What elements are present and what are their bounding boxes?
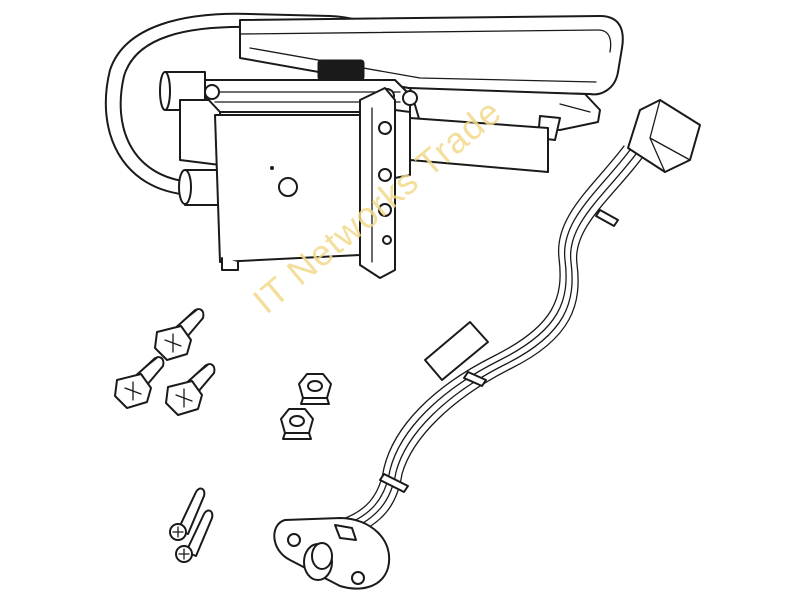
hex-nut xyxy=(280,408,314,440)
bracket-side-plate xyxy=(359,87,396,279)
cable-label-tab xyxy=(424,321,489,381)
mounting-screw xyxy=(154,308,205,361)
sensor-bracket-assembly xyxy=(104,12,624,279)
thumb-screw xyxy=(169,487,214,563)
sensor-cable-harness xyxy=(273,99,701,590)
mounting-screw xyxy=(114,356,165,409)
plate-hole xyxy=(278,177,298,197)
mounting-screw xyxy=(165,363,216,416)
hex-nut xyxy=(298,373,332,405)
knurled-knob xyxy=(317,59,365,81)
